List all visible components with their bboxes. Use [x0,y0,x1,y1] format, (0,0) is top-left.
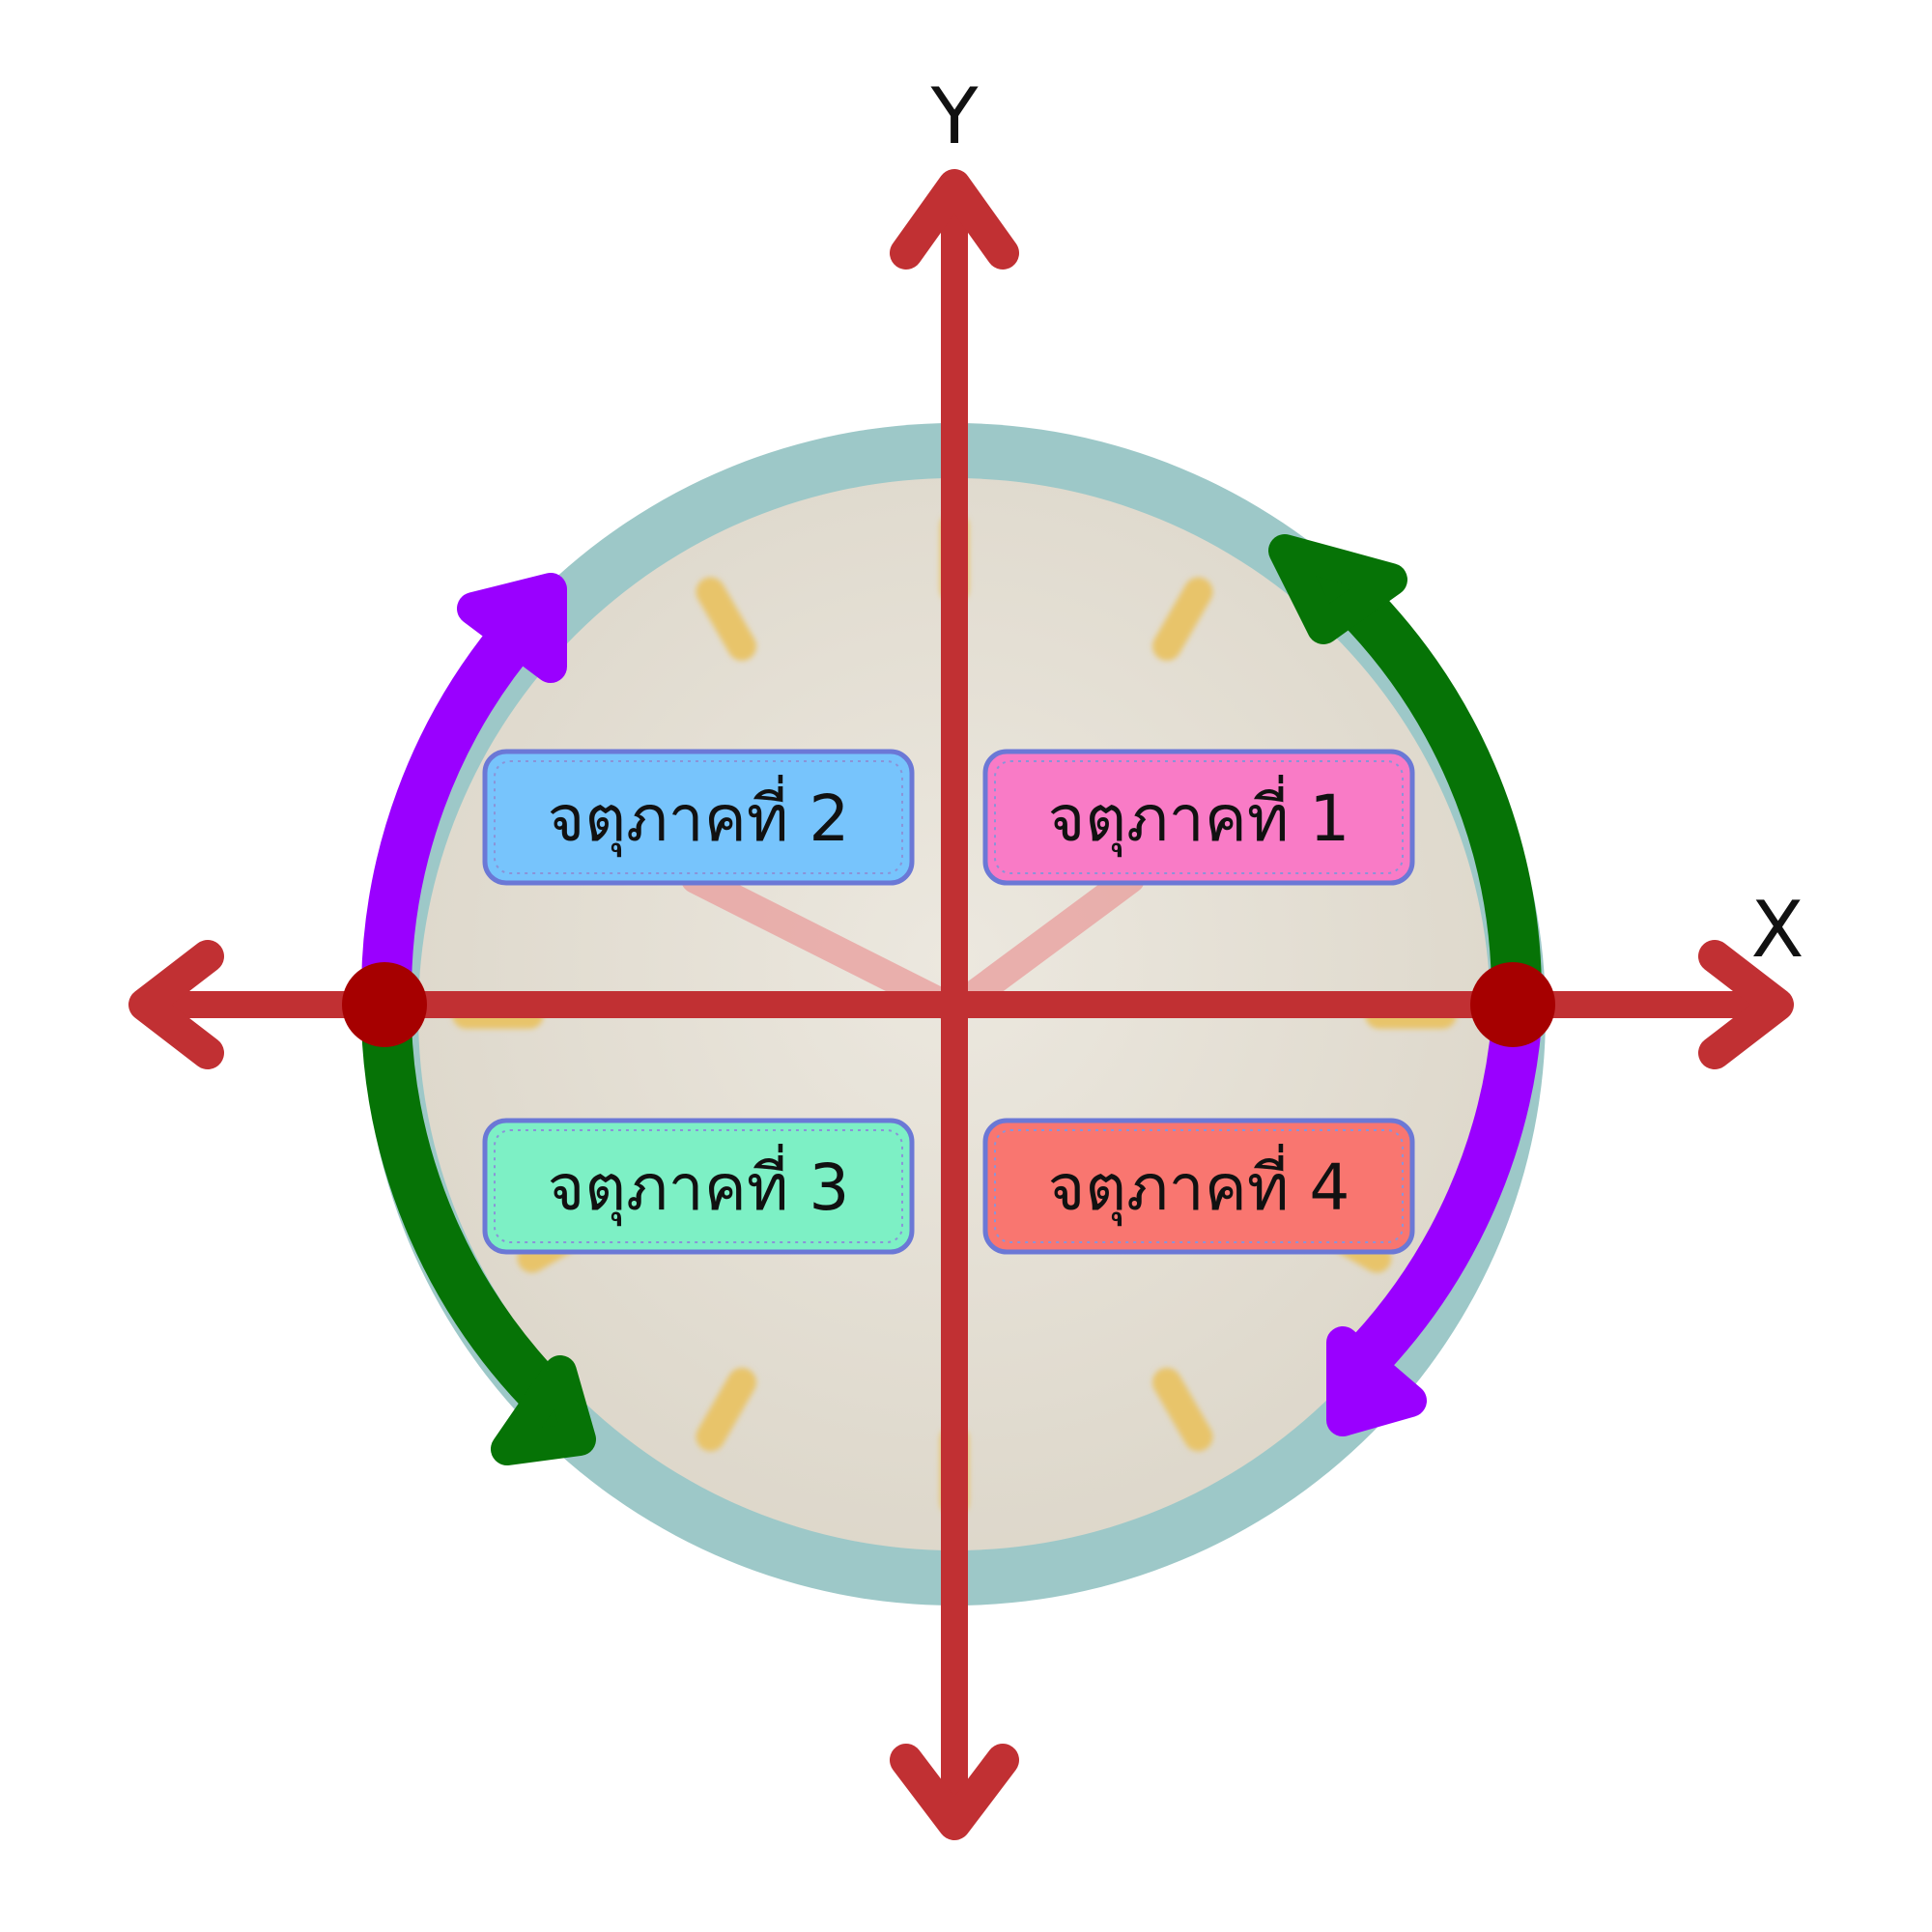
clock-hand-left [681,865,969,1024]
x-axis-arrow-right [1698,940,1794,1069]
clockwise-arrow-q2 [360,611,541,996]
y-axis-arrow-up [890,169,1019,270]
quadrant-label-q2: จตุภาคที่ 2 [482,749,915,886]
arrowhead-q2 [457,573,567,683]
clockwise-arrow-q4 [1352,1021,1542,1370]
arrowhead-q3 [491,1355,596,1465]
quadrant-box-inner-q1 [994,760,1404,874]
rotation-arrows [360,534,1543,1465]
quadrant-box-q1 [982,749,1415,886]
counterclockwise-arrow-q3 [361,1023,569,1419]
quadrant-box-q3 [482,1118,915,1255]
quadrant-box-q2 [482,749,915,886]
clock-tick [696,1368,756,1452]
clock-tick [696,577,756,661]
quadrant-box-inner-q4 [994,1129,1404,1243]
arrowhead-q4 [1326,1326,1427,1436]
y-axis-label: Y [930,71,980,161]
y-axis-arrow-down [890,1744,1019,1840]
counterclockwise-arrow-q1 [1325,571,1543,996]
x-intercept-dot-left [342,962,427,1047]
arrowhead-q1 [1268,534,1407,644]
quadrant-text-q2: จตุภาคที่ 2 [548,775,850,858]
quadrant-box-inner-q2 [494,760,903,874]
clock-tick [1152,577,1213,661]
quadrant-box-q4 [982,1118,1415,1255]
quadrant-label-q3: จตุภาคที่ 3 [482,1118,915,1255]
clock-tick [1152,1368,1213,1452]
quadrant-label-q1: จตุภาคที่ 1 [982,749,1415,886]
quadrant-box-inner-q3 [494,1129,903,1243]
x-axis-arrow-left [128,940,224,1069]
quadrant-label-q4: จตุภาคที่ 4 [982,1118,1415,1255]
x-axis-label: X [1751,885,1804,975]
clock-hands [681,865,1145,1024]
quadrant-text-q3: จตุภาคที่ 3 [548,1144,850,1227]
clock-hand-right [940,865,1145,1024]
quadrant-text-q1: จตุภาคที่ 1 [1048,775,1350,858]
x-intercept-dot-right [1470,962,1555,1047]
quadrant-text-q4: จตุภาคที่ 4 [1048,1144,1350,1227]
